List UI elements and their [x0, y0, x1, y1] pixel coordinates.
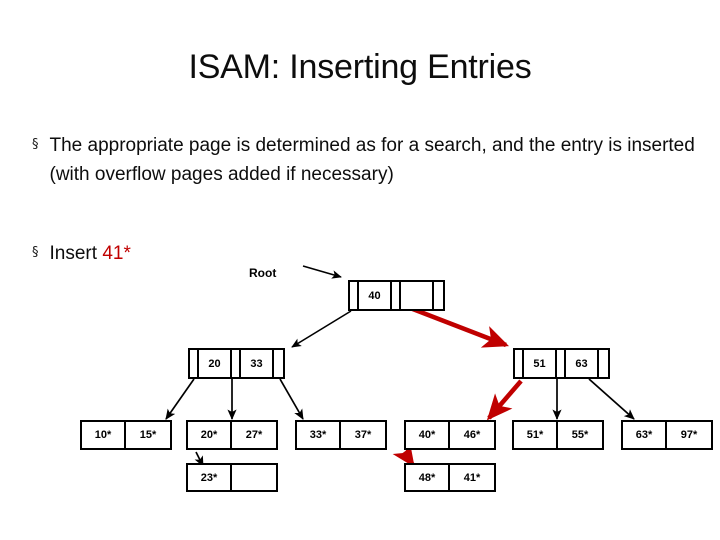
overflow-page-1[interactable]: 23*: [186, 463, 278, 492]
leaf-6[interactable]: 63* 97*: [621, 420, 713, 450]
right-inner-pointer-1[interactable]: [557, 350, 566, 377]
overflow-1-entry-1: [232, 465, 276, 490]
leaf-6-entry-1: 97*: [680, 429, 698, 441]
edge-root-to-left-inner: [291, 310, 352, 348]
overflow-1-entry-0: 23*: [188, 465, 232, 490]
root-key-0: 40: [359, 282, 392, 309]
overflow-2-entry-0: 48*: [406, 465, 450, 490]
leaf-5-entry-0: 51*: [514, 422, 558, 448]
insert-label: Insert: [49, 243, 103, 264]
edge-left-inner-to-leaf-1: [165, 378, 195, 420]
root-pointer-2[interactable]: [434, 282, 443, 309]
leaf-4[interactable]: 40* 46*: [404, 420, 496, 450]
right-inner-key-1: 63: [566, 350, 599, 377]
bullet-item-1: § The appropriate page is determined as …: [32, 131, 708, 189]
left-inner-node[interactable]: 20 33: [188, 348, 285, 379]
right-inner-pointer-0[interactable]: [515, 350, 524, 377]
leaf-1-entry-1: 15*: [139, 429, 157, 441]
overflow-2-entry-1: 41*: [463, 471, 481, 484]
leaf-4-entry-1: 46*: [463, 429, 481, 441]
bullet-item-2: § Insert 41*: [32, 239, 332, 268]
leaf-3[interactable]: 33* 37*: [295, 420, 387, 450]
leaf-6-entry-0: 63*: [623, 422, 667, 448]
bullet-text-1: The appropriate page is determined as fo…: [49, 135, 695, 185]
left-inner-pointer-0[interactable]: [190, 350, 199, 377]
leaf-1-entry-0: 10*: [82, 422, 126, 448]
leaf-2-entry-0: 20*: [188, 422, 232, 448]
leaf-1[interactable]: 10* 15*: [80, 420, 172, 450]
bullet-text-2: Insert 41*: [50, 239, 131, 268]
right-inner-pointer-2[interactable]: [599, 350, 608, 377]
leaf-4-entry-0: 40*: [406, 422, 450, 448]
leaf-3-entry-0: 33*: [297, 422, 341, 448]
leaf-5[interactable]: 51* 55*: [512, 420, 604, 450]
bullet-marker-icon-2: §: [32, 245, 39, 260]
root-node[interactable]: 40: [348, 280, 445, 311]
insert-key-highlight: 41*: [102, 243, 131, 264]
bullet-marker-icon: §: [32, 137, 39, 152]
left-inner-pointer-1[interactable]: [232, 350, 241, 377]
root-pointer-0[interactable]: [350, 282, 359, 309]
overflow-page-2[interactable]: 48* 41*: [404, 463, 496, 492]
highlight-edge-right-inner-to-leaf-4: [486, 379, 523, 421]
right-inner-node[interactable]: 51 63: [513, 348, 610, 379]
edge-right-inner-to-leaf-6: [588, 378, 635, 420]
left-inner-key-1: 33: [241, 350, 274, 377]
left-inner-key-0: 20: [199, 350, 232, 377]
page-title: ISAM: Inserting Entries: [188, 48, 532, 86]
right-inner-key-0: 51: [524, 350, 557, 377]
left-inner-pointer-2[interactable]: [274, 350, 283, 377]
root-pointer-1[interactable]: [392, 282, 401, 309]
leaf-2[interactable]: 20* 27*: [186, 420, 278, 450]
leaf-5-entry-1: 55*: [571, 429, 589, 441]
leaf-2-entry-1: 27*: [245, 429, 263, 441]
edge-left-inner-to-leaf-3: [279, 378, 304, 420]
root-label: Root: [249, 266, 277, 280]
root-key-1: [401, 282, 434, 309]
leaf-3-entry-1: 37*: [354, 429, 372, 441]
